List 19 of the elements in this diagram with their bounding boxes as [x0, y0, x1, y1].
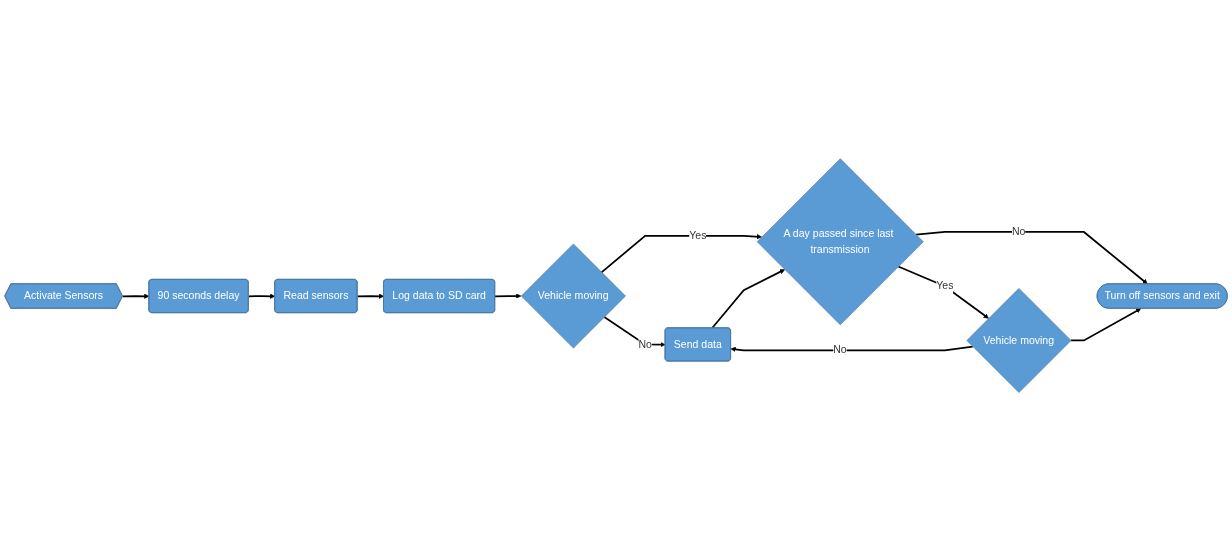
arrow: [897, 265, 989, 319]
arrow: [1069, 308, 1142, 342]
arrow: [603, 315, 666, 348]
arrow: [247, 293, 276, 299]
node-diamond: Vehicle moving: [521, 243, 626, 349]
node-diamond: A day passed since last transmission: [756, 158, 924, 325]
arrow: [121, 293, 150, 299]
edge-label: No: [833, 344, 847, 356]
edge-label: Yes: [936, 279, 954, 292]
node-diamond: Vehicle moving: [966, 287, 1072, 393]
edge-label: No: [1011, 225, 1026, 238]
arrow: [730, 345, 974, 352]
arrow: [711, 269, 785, 329]
edge-label: Yes: [689, 229, 707, 242]
arrow: [915, 230, 1148, 285]
arrow: [600, 234, 762, 274]
arrow: [356, 293, 385, 299]
arrow: [494, 293, 522, 299]
edge-label: No: [638, 338, 652, 350]
